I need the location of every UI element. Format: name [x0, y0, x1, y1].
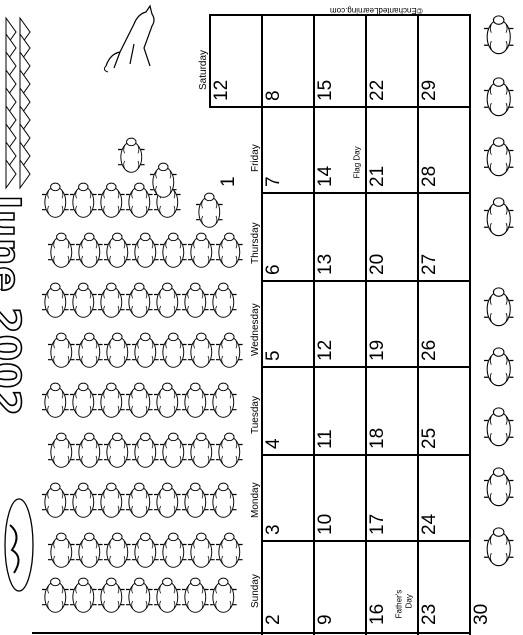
weekday-tuesday: Tuesday	[250, 396, 261, 434]
day-25: 25	[419, 427, 440, 449]
weekday-thursday: Thursday	[250, 222, 261, 264]
day-12-top: 12	[211, 79, 232, 101]
tree-border-icon	[5, 16, 31, 190]
day-19: 19	[367, 339, 388, 361]
day-13: 13	[315, 253, 336, 275]
day-3: 3	[263, 524, 284, 535]
day-20: 20	[367, 253, 388, 275]
day-14: 14	[315, 165, 336, 187]
day-29: 29	[419, 79, 440, 101]
day-26: 26	[419, 339, 440, 361]
day-9: 9	[315, 614, 336, 625]
weekday-wednesday: Wednesday	[250, 303, 261, 356]
day-28: 28	[419, 165, 440, 187]
day-10: 10	[315, 513, 336, 535]
day-22: 22	[367, 79, 388, 101]
day-16: 16	[367, 603, 388, 625]
day-1: 1	[218, 176, 239, 187]
holiday-fathers-day-line2: Day	[404, 594, 414, 609]
day-5: 5	[263, 350, 284, 361]
day-11: 11	[315, 429, 336, 449]
day-23: 23	[419, 603, 440, 625]
day-30: 30	[471, 603, 492, 625]
day-12: 12	[315, 339, 336, 361]
day-8: 8	[263, 90, 284, 101]
weekday-friday: Friday	[250, 144, 261, 172]
holiday-flag-day: Flag Day	[352, 146, 362, 179]
weekday-saturday: Saturday	[198, 49, 209, 90]
weekday-sunday: Sunday	[250, 574, 261, 608]
weekday-monday: Monday	[250, 482, 261, 518]
day-18: 18	[367, 427, 388, 449]
day-4: 4	[263, 438, 284, 449]
day-2: 2	[263, 614, 284, 625]
dog-icon	[103, 4, 155, 73]
day-15: 15	[315, 79, 336, 101]
day-17: 17	[367, 513, 388, 535]
day-24: 24	[419, 513, 440, 535]
day-7: 7	[263, 176, 284, 187]
logo-icon	[4, 498, 34, 592]
day-21: 21	[367, 165, 388, 187]
holiday-fathers-day-line1: Father's	[394, 589, 404, 619]
day-27: 27	[419, 253, 440, 275]
day-6: 6	[263, 264, 284, 275]
